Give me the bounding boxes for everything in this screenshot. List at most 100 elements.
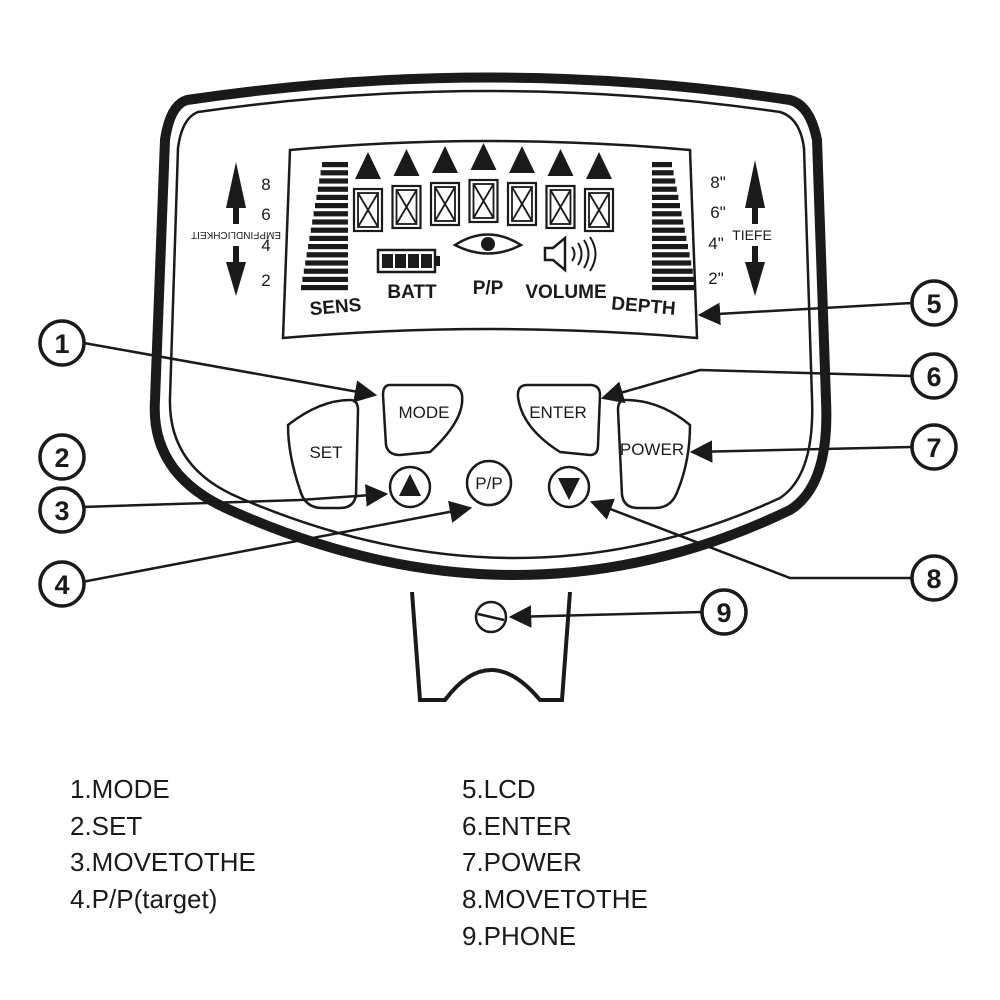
up-triangle-icon — [399, 474, 421, 496]
depth-bar-segment — [652, 244, 688, 250]
power-button[interactable]: POWER — [616, 398, 692, 510]
leader-line-1 — [83, 341, 378, 403]
callout-2: 2 — [38, 433, 86, 481]
eye-icon — [452, 233, 524, 255]
sens-up-arrow-icon — [226, 162, 246, 208]
legend-item-1: 1.MODE — [70, 774, 170, 804]
set-button[interactable]: SET — [286, 398, 360, 510]
mode-button[interactable]: MODE — [381, 383, 464, 457]
leader-lines — [81, 301, 913, 628]
target-box-icon — [583, 187, 615, 233]
sens-bar-segment — [308, 244, 348, 250]
svg-text:3: 3 — [54, 496, 69, 526]
set-button-label: SET — [309, 443, 342, 462]
depth-scale-6: 6" — [710, 203, 726, 222]
svg-text:8: 8 — [926, 564, 941, 594]
depth-bar-segment — [652, 194, 679, 200]
target-box-icon — [468, 178, 499, 224]
sens-bar-segment — [305, 260, 348, 266]
leader-line-4 — [81, 500, 473, 584]
legend-item-8: 8.MOVETOTHE — [462, 884, 648, 914]
enter-button-label: ENTER — [529, 403, 587, 422]
leader-line-6 — [600, 368, 913, 404]
depth-bar-segment — [652, 203, 680, 209]
panel-housing-inner — [168, 89, 814, 560]
lcd-label-sens: SENS — [309, 295, 362, 320]
depth-down-arrow-icon — [745, 262, 765, 296]
depth-bar-segment — [652, 227, 685, 233]
callout-9: 9 — [700, 588, 748, 636]
phone-jack[interactable] — [474, 600, 508, 634]
up-button[interactable] — [388, 465, 432, 509]
depth-scale-8: 8" — [710, 173, 726, 192]
depth-bar-segment — [652, 178, 676, 184]
sens-bar-segment — [301, 285, 348, 291]
target-arrow-icon — [393, 149, 420, 176]
callout-1: 1 — [38, 319, 86, 367]
sens-bar-segment — [306, 252, 348, 258]
sens-bar-segment — [317, 186, 348, 192]
depth-bar-segment — [652, 235, 687, 241]
depth-up-arrow-icon — [745, 160, 765, 208]
legend-item-3: 3.MOVETOTHE — [70, 847, 256, 877]
depth-bar-segment — [652, 285, 696, 291]
sens-down-arrow-icon — [226, 262, 246, 296]
pp-button[interactable]: P/P — [465, 459, 513, 507]
depth-bar-segment — [652, 186, 677, 192]
depth-bar-segment — [652, 211, 682, 217]
pp-button-label: P/P — [475, 474, 502, 493]
svg-text:9: 9 — [716, 598, 731, 628]
battery-icon — [376, 248, 440, 274]
svg-text:1: 1 — [54, 329, 69, 359]
sens-bar-segment — [320, 170, 348, 176]
enter-button[interactable]: ENTER — [516, 383, 602, 457]
svg-text:7: 7 — [926, 433, 941, 463]
svg-text:4: 4 — [54, 570, 69, 600]
legend-item-5: 5.LCD — [462, 774, 536, 804]
callout-5: 5 — [910, 279, 958, 327]
leader-line-5 — [697, 301, 913, 326]
target-box-icon — [429, 181, 461, 227]
target-indicator-arrows — [355, 143, 612, 179]
depth-bar-graph — [652, 162, 696, 291]
lcd-screen: SENS BATT P/P VOLUME DEPTH — [281, 139, 699, 340]
depth-bar-segment — [652, 252, 690, 258]
depth-bar-segment — [652, 162, 672, 168]
sens-bar-segment — [322, 162, 348, 168]
target-box-icon — [545, 184, 576, 230]
target-box-icon — [352, 187, 384, 233]
lcd-label-pp: P/P — [473, 278, 504, 299]
mode-button-label: MODE — [399, 403, 450, 422]
depth-side-label: TIEFE — [732, 227, 772, 243]
depth-scale-4: 4" — [708, 234, 724, 253]
target-arrow-icon — [470, 143, 497, 170]
svg-text:5: 5 — [926, 289, 941, 319]
sens-bar-segment — [313, 211, 348, 217]
lcd-label-batt: BATT — [387, 282, 437, 303]
sens-scale-6: 6 — [261, 205, 270, 224]
depth-scale: TIEFE 8" 6" 4" 2" — [708, 160, 777, 296]
leader-line-7 — [689, 440, 913, 463]
sens-bar-segment — [303, 268, 348, 274]
sens-scale-4: 4 — [261, 236, 270, 255]
leader-line-3 — [81, 484, 389, 509]
sens-scale-2: 2 — [261, 271, 270, 290]
down-triangle-icon — [558, 478, 580, 500]
callout-4: 4 — [38, 560, 86, 608]
svg-text:2: 2 — [54, 443, 69, 473]
legend-item-2: 2.SET — [70, 811, 143, 841]
legend-item-7: 7.POWER — [462, 847, 582, 877]
leader-line-9 — [508, 605, 703, 628]
down-button[interactable] — [547, 465, 591, 509]
sens-bar-segment — [315, 203, 348, 209]
sens-bar-segment — [302, 276, 348, 282]
callout-6: 6 — [910, 352, 958, 400]
sens-scale: EMPFINDLICHKEIT 8 6 4 2 — [191, 162, 281, 296]
callout-3: 3 — [38, 486, 86, 534]
sens-bar-graph — [301, 162, 348, 291]
callout-7: 7 — [910, 423, 958, 471]
svg-text:6: 6 — [926, 362, 941, 392]
target-arrow-icon — [586, 152, 612, 179]
